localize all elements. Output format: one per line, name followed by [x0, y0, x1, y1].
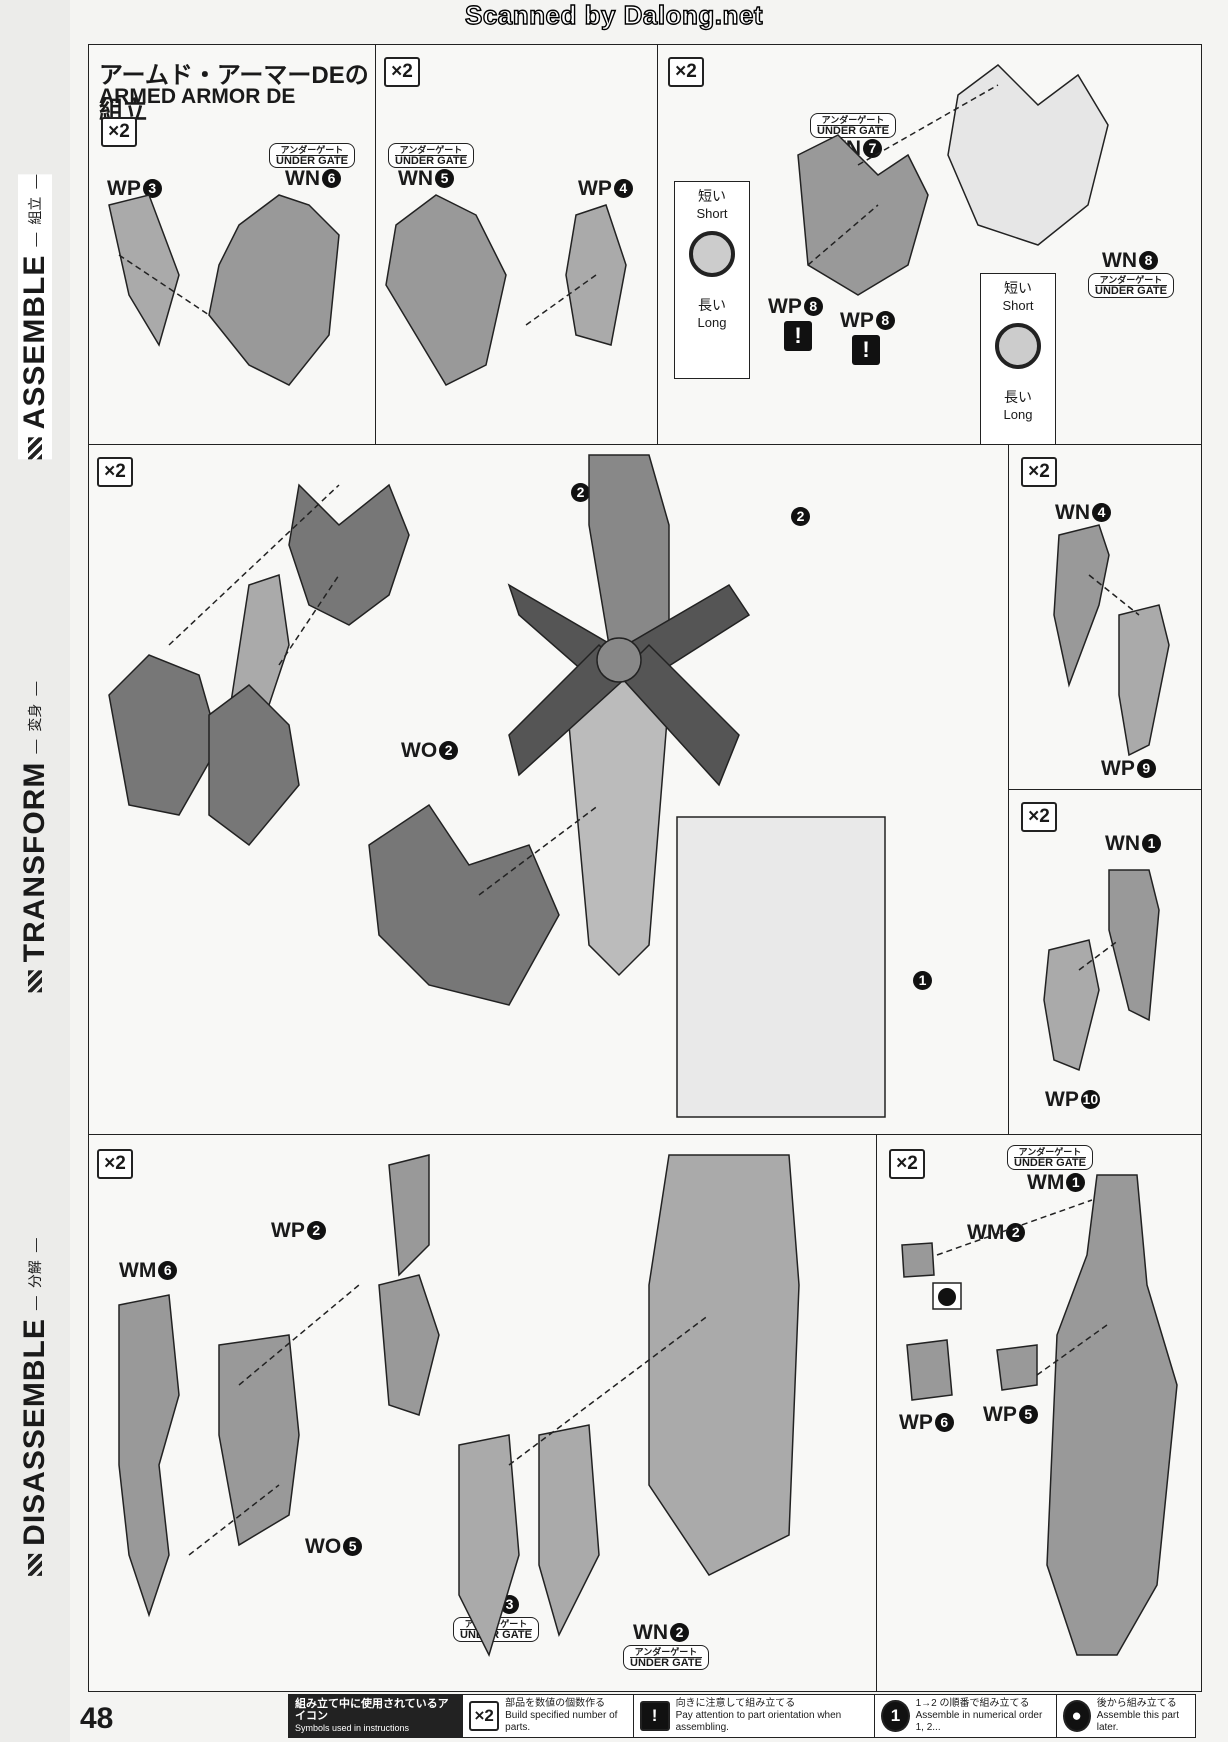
section-sidebar: ASSEMBLE — 組立 — TRANSFORM — 変身 — DISASSE… [0, 0, 70, 1742]
stripes-icon [28, 970, 42, 993]
warning-icon: ! [639, 1701, 670, 1731]
armor-parts-drawing [797, 64, 1109, 296]
armor-parts-drawing [1053, 524, 1170, 757]
short-long-callout: 短い Short 長い Long [674, 181, 750, 379]
orientation-warning-icon: ! [852, 335, 880, 365]
qty-x2-badge: ×2 [668, 57, 704, 87]
step-order-marker: 2 [569, 481, 590, 505]
sidebar-disassemble: DISASSEMBLE — 分解 — [18, 1238, 52, 1576]
step-order-marker: 2 [789, 505, 810, 529]
x2-icon: ×2 [469, 1701, 500, 1731]
armor-parts-drawing [1043, 869, 1160, 1072]
armor-assembly-drawing [108, 454, 886, 1118]
qty-x2-badge: ×2 [1021, 457, 1057, 487]
armor-assembly-drawing [901, 1174, 1178, 1656]
qty-x2-badge: ×2 [97, 1149, 133, 1179]
step-panel-4: ×2 WO1 WO2 2 2 3 1 [88, 444, 1010, 1136]
armor-assembly-drawing [118, 1154, 800, 1658]
armor-parts-drawing [385, 194, 627, 386]
orientation-warning-icon: ! [784, 321, 812, 351]
short-long-callout: 短い Short 長い Long [980, 273, 1056, 445]
sidebar-assemble: ASSEMBLE — 組立 — [18, 174, 52, 460]
step-order-marker: 1 [911, 969, 932, 993]
page-title-jp: アームド・アーマーDEの組立 [99, 62, 369, 124]
qty-x2-badge: ×2 [889, 1149, 925, 1179]
qty-x2-badge: ×2 [97, 457, 133, 487]
page-number: 48 [80, 1702, 114, 1735]
qty-x2-badge: ×2 [384, 57, 420, 87]
stripes-icon [28, 1553, 42, 1576]
sidebar-transform: TRANSFORM — 変身 — [18, 682, 52, 993]
qty-x2-badge: ×2 [1021, 802, 1057, 832]
qty-x2-badge: ×2 [101, 117, 137, 147]
assemble-later-icon: ● [1062, 1700, 1091, 1732]
scan-watermark: Scanned by Dalong.net [464, 0, 763, 31]
step-number-icon: 1 [881, 1700, 910, 1732]
stripes-icon [28, 437, 42, 460]
page-title-en: ARMED ARMOR DE [99, 85, 296, 108]
armor-parts-drawing [108, 194, 340, 386]
